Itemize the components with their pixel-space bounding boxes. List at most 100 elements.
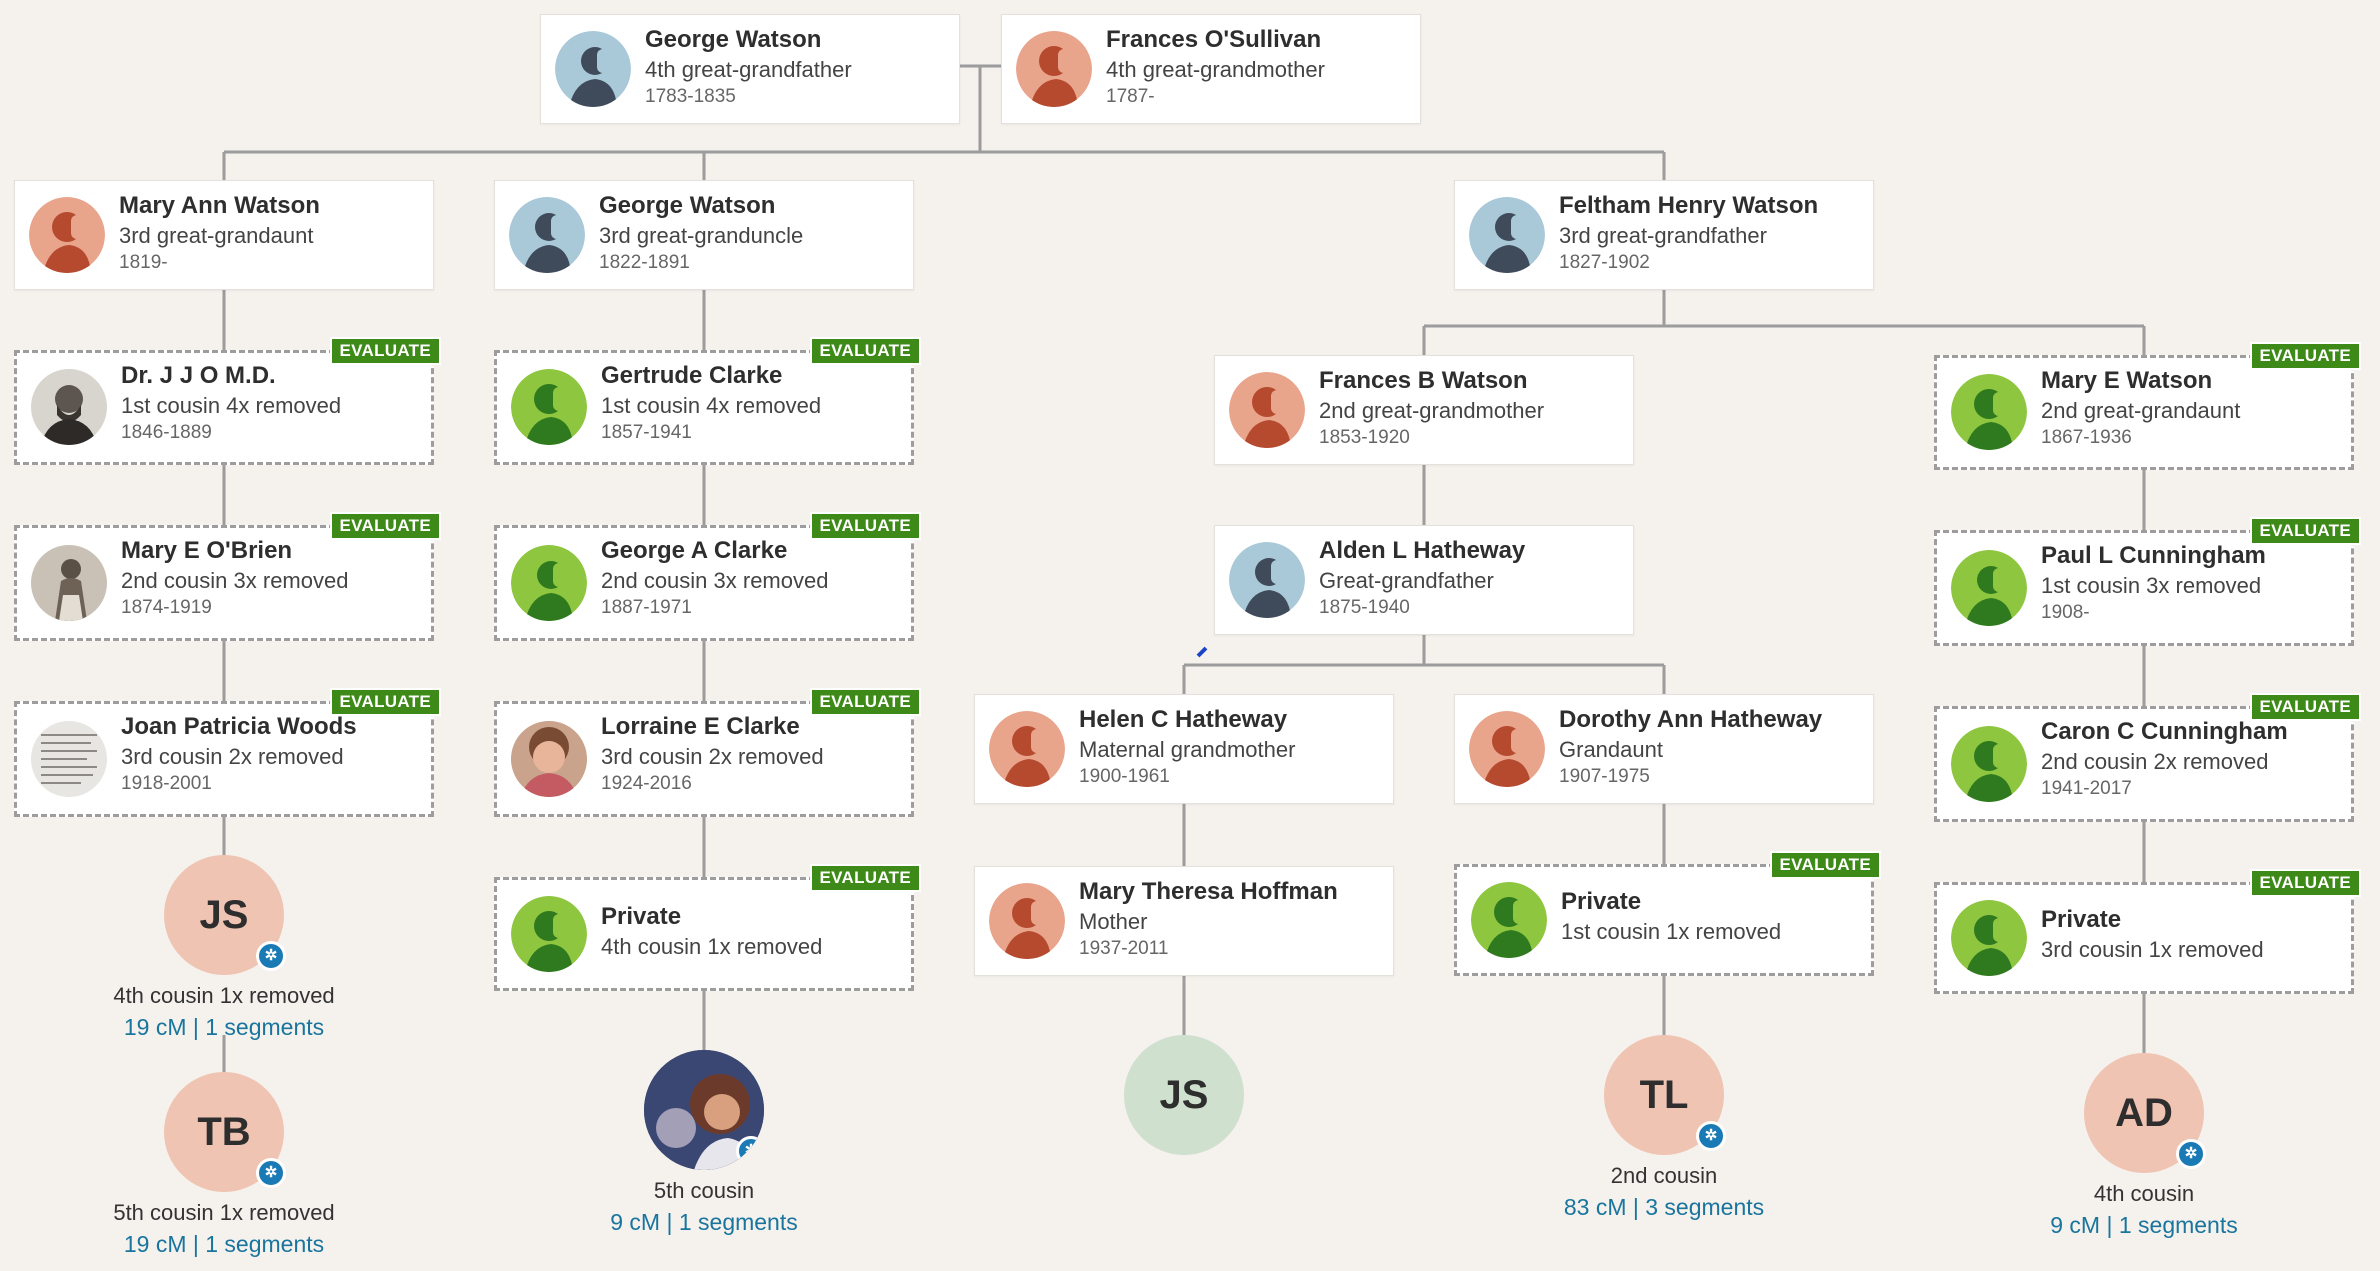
person-relationship: 1st cousin 4x removed [601, 393, 822, 418]
dna-match-tl[interactable]: TL ✲ 2nd cousin 83 cM | 3 segments [1504, 1035, 1824, 1223]
dna-icon: ✲ [736, 1136, 764, 1166]
person-card-gertrude-clarke[interactable]: EVALUATE Gertrude Clarke 1st cousin 4x r… [494, 337, 921, 465]
match-relationship: 4th cousin 1x removed [113, 983, 335, 1008]
person-name: Mary E Watson [2041, 367, 2213, 394]
evaluate-badge[interactable]: EVALUATE [809, 512, 921, 540]
person-card-mary-theresa-hoffman[interactable]: Mary Theresa Hoffman Mother 1937-2011 [974, 866, 1394, 976]
person-lifespan: 1937-2011 [1079, 938, 1169, 959]
person-card-alden-l-hatheway[interactable]: Alden L Hatheway Great-grandfather 1875-… [1214, 525, 1634, 635]
match-segments: 1 segments [2118, 1212, 2238, 1238]
evaluate-badge[interactable]: EVALUATE [2249, 693, 2361, 721]
evaluate-badge[interactable]: EVALUATE [809, 864, 921, 892]
evaluate-badge[interactable]: EVALUATE [2249, 342, 2361, 370]
match-cm: 19 cM [123, 1014, 187, 1040]
person-name: George A Clarke [601, 537, 788, 564]
person-name: George Watson [645, 26, 822, 53]
person-relationship: 4th great-grandfather [645, 57, 852, 82]
match-shared-dna-link[interactable]: 19 cM | 1 segments [64, 1228, 384, 1260]
person-card-mary-ann-watson[interactable]: Mary Ann Watson 3rd great-grandaunt 1819… [14, 180, 434, 290]
home-person-initials: JS [1159, 1073, 1209, 1117]
female-avatar-icon [989, 711, 1065, 787]
separator: | [1626, 1194, 1646, 1220]
dna-icon: ✲ [2176, 1139, 2206, 1169]
person-card-feltham-henry-watson[interactable]: Feltham Henry Watson 3rd great-grandfath… [1454, 180, 1874, 290]
match-shared-dna-link[interactable]: 9 cM | 1 segments [1984, 1209, 2304, 1241]
person-card-joan-patricia-woods[interactable]: EVALUATE Joan Patricia Woods 3rd cousin … [14, 688, 441, 817]
person-card-private-1[interactable]: EVALUATE Private 4th cousin 1x removed [494, 864, 921, 991]
person-lifespan: 1787- [1106, 86, 1155, 107]
match-initials-avatar[interactable]: TB ✲ [164, 1072, 286, 1192]
home-person-initials-avatar[interactable]: JS [1124, 1035, 1244, 1155]
evaluate-badge[interactable]: EVALUATE [1769, 851, 1881, 879]
person-relationship: 1st cousin 4x removed [121, 393, 342, 418]
match-initials-avatar[interactable]: TL ✲ [1604, 1035, 1726, 1155]
match-shared-dna-link[interactable]: 9 cM | 1 segments [544, 1206, 864, 1238]
person-name: Mary Ann Watson [119, 192, 320, 219]
person-relationship: 2nd great-grandmother [1319, 398, 1545, 423]
person-lifespan: 1819- [119, 252, 168, 273]
evaluate-badge[interactable]: EVALUATE [329, 337, 441, 365]
match-relationship: 4th cousin [2093, 1181, 2195, 1206]
person-card-george-watson-sr[interactable]: George Watson 4th great-grandfather 1783… [540, 14, 960, 124]
person-card-helen-c-hatheway[interactable]: Helen C Hatheway Maternal grandmother 19… [974, 694, 1394, 804]
person-lifespan: 1846-1889 [121, 422, 212, 443]
person-name: Private [601, 903, 682, 930]
match-initials-avatar[interactable]: JS ✲ [164, 855, 286, 975]
unverified-female-avatar-icon [1951, 374, 2027, 450]
person-name: Private [1561, 888, 1642, 915]
match-initials: JS [199, 893, 249, 937]
person-card-private-2[interactable]: EVALUATE Private 1st cousin 1x removed [1454, 851, 1881, 976]
match-relationship: 5th cousin [653, 1178, 755, 1203]
match-shared-dna-link[interactable]: 19 cM | 1 segments [64, 1011, 384, 1043]
person-name: Mary Theresa Hoffman [1079, 878, 1338, 905]
evaluate-badge[interactable]: EVALUATE [809, 688, 921, 716]
match-initials: AD [2115, 1091, 2173, 1135]
dna-icon: ✲ [1696, 1121, 1726, 1151]
match-photo-avatar[interactable]: ✲ [644, 1050, 764, 1170]
person-card-george-a-clarke[interactable]: EVALUATE George A Clarke 2nd cousin 3x r… [494, 512, 921, 641]
person-card-mary-e-obrien[interactable]: EVALUATE Mary E O'Brien 2nd cousin 3x re… [14, 512, 441, 641]
home-person-js[interactable]: JS [1024, 1035, 1344, 1155]
unverified-female-avatar-icon [511, 896, 587, 972]
match-segments: 1 segments [205, 1231, 325, 1257]
dna-match-js[interactable]: JS ✲ 4th cousin 1x removed 19 cM | 1 seg… [64, 855, 384, 1043]
person-relationship: 2nd great-grandaunt [2041, 398, 2241, 423]
person-name: George Watson [599, 192, 776, 219]
match-shared-dna-link[interactable]: 83 cM | 3 segments [1504, 1191, 1824, 1223]
evaluate-badge[interactable]: EVALUATE [329, 512, 441, 540]
dna-match-tb[interactable]: TB ✲ 5th cousin 1x removed 19 cM | 1 seg… [64, 1072, 384, 1260]
person-lifespan: 1867-1936 [2041, 427, 2132, 448]
person-lifespan: 1907-1975 [1559, 766, 1650, 787]
person-card-lorraine-e-clarke[interactable]: EVALUATE Lorraine E Clarke 3rd cousin 2x… [494, 688, 921, 817]
person-name: Frances B Watson [1319, 367, 1528, 394]
person-card-caron-c-cunningham[interactable]: EVALUATE Caron C Cunningham 2nd cousin 2… [1934, 693, 2361, 822]
match-initials-avatar[interactable]: AD ✲ [2084, 1053, 2206, 1173]
evaluate-badge[interactable]: EVALUATE [329, 688, 441, 716]
person-card-private-3[interactable]: EVALUATE Private 3rd cousin 1x removed [1934, 869, 2361, 994]
person-relationship: 1st cousin 3x removed [2041, 573, 2262, 598]
person-name: Joan Patricia Woods [121, 713, 357, 740]
person-card-frances-b-watson[interactable]: Frances B Watson 2nd great-grandmother 1… [1214, 355, 1634, 465]
match-segments: 1 segments [678, 1209, 798, 1235]
match-cm: 19 cM [123, 1231, 187, 1257]
person-card-paul-l-cunningham[interactable]: EVALUATE Paul L Cunningham 1st cousin 3x… [1934, 517, 2361, 646]
female-avatar-icon [1229, 372, 1305, 448]
dna-match-ad[interactable]: AD ✲ 4th cousin 9 cM | 1 segments [1984, 1053, 2304, 1241]
evaluate-badge[interactable]: EVALUATE [2249, 517, 2361, 545]
evaluate-badge[interactable]: EVALUATE [809, 337, 921, 365]
person-lifespan: 1783-1835 [645, 86, 736, 107]
person-card-dorothy-ann-hatheway[interactable]: Dorothy Ann Hatheway Grandaunt 1907-1975 [1454, 694, 1874, 804]
person-lifespan: 1900-1961 [1079, 766, 1170, 787]
unverified-male-avatar-icon [1951, 550, 2027, 626]
person-card-dr-jjo[interactable]: EVALUATE Dr. J J O M.D. 1st cousin 4x re… [14, 337, 441, 465]
unverified-female-avatar-icon [1471, 882, 1547, 958]
person-card-mary-e-watson[interactable]: EVALUATE Mary E Watson 2nd great-grandau… [1934, 342, 2361, 470]
evaluate-badge[interactable]: EVALUATE [2249, 869, 2361, 897]
match-initials: TL [1639, 1073, 1689, 1117]
person-card-george-watson-jr[interactable]: George Watson 3rd great-granduncle 1822-… [494, 180, 914, 290]
person-card-frances-osullivan[interactable]: Frances O'Sullivan 4th great-grandmother… [1001, 14, 1421, 124]
dna-match-photo[interactable]: ✲ 5th cousin 9 cM | 1 segments [544, 1050, 864, 1238]
person-lifespan: 1924-2016 [601, 773, 692, 794]
separator: | [2100, 1212, 2119, 1238]
